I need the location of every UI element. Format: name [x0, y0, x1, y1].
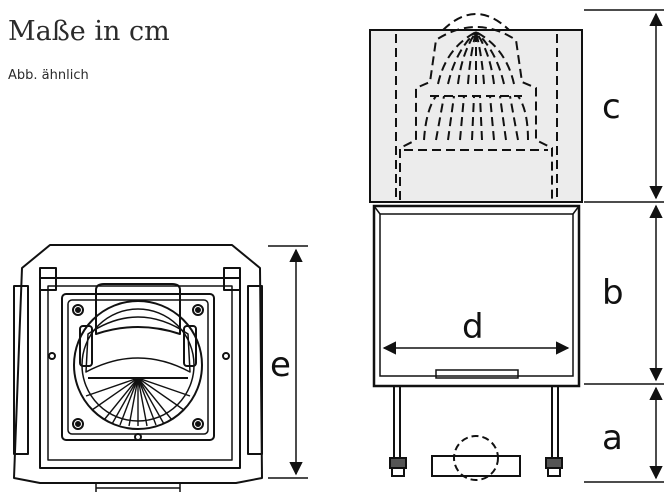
dimension-d-label: d — [462, 307, 484, 347]
base-stand — [389, 386, 563, 481]
dimension-b-label: b — [602, 273, 624, 313]
dimension-a-label: a — [602, 418, 623, 458]
firebox — [370, 201, 582, 388]
hood-section — [369, 13, 583, 203]
dimension-c-label: c — [602, 87, 621, 127]
image-note: Abb. ähnlich — [8, 68, 89, 83]
top-view-drawing — [13, 244, 263, 492]
dimension-e-line — [268, 245, 308, 479]
page-title: Maße in cm — [8, 16, 170, 47]
vertical-dimension-chain — [584, 9, 664, 483]
dimension-e-label: e — [270, 345, 291, 385]
